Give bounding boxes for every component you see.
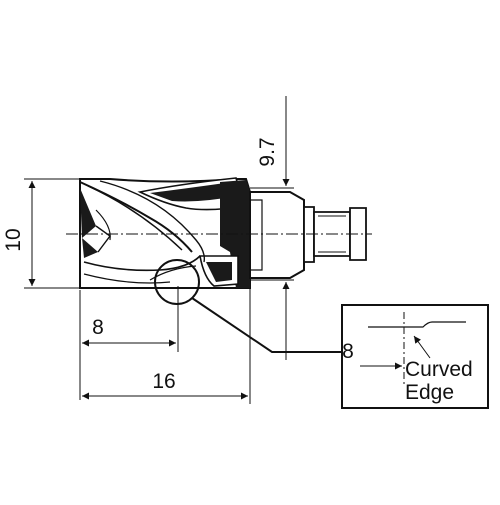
detail-dimension-label: 8 <box>342 340 354 363</box>
dimension-height: 10 <box>2 178 80 289</box>
dimension-overall-length-label: 16 <box>152 370 175 393</box>
detail-circle <box>154 259 200 305</box>
detail-box <box>341 304 489 409</box>
dimension-overall-length: 16 <box>82 288 251 404</box>
tool-shank <box>249 191 367 279</box>
dimension-neck-label: 9.7 <box>256 137 279 166</box>
dimension-edge-position-label: 8 <box>92 316 104 339</box>
detail-label-curved: Curved <box>405 358 473 381</box>
tool-head <box>79 177 251 289</box>
dimension-height-label: 10 <box>2 228 25 251</box>
dimension-neck: 9.7 <box>250 96 294 360</box>
detail-label-edge: Edge <box>405 381 454 404</box>
dimension-edge-position: 8 <box>79 286 179 400</box>
detail-leader-line <box>191 297 342 353</box>
